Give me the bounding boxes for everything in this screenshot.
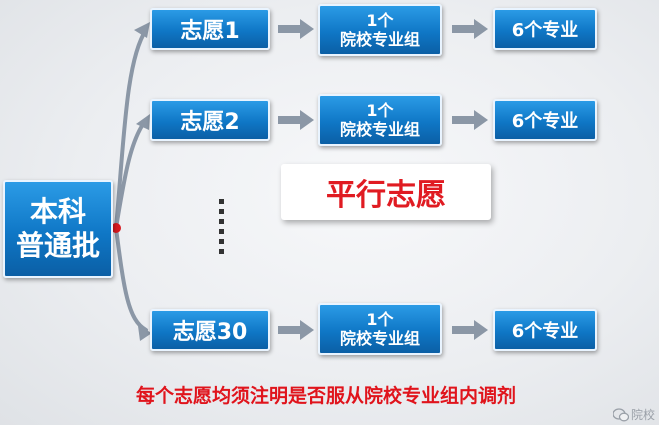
majors-label: 6个专业 xyxy=(511,111,579,132)
parallel-wish-label: 平行志愿 xyxy=(281,164,491,220)
majors-box-2: 6个专业 xyxy=(493,99,597,141)
watermark-text: 院校 xyxy=(630,408,655,422)
adjustment-note: 每个志愿均须注明是否服从院校专业组内调剂 xyxy=(136,385,517,407)
majors-box-30: 6个专业 xyxy=(493,309,597,351)
wish-label: 志愿30 xyxy=(172,320,248,345)
group-label: 院校专业组 xyxy=(339,120,420,139)
root-box-bachelor-regular-batch: 本科 普通批 xyxy=(3,180,113,278)
root-line2: 普通批 xyxy=(15,229,100,262)
wish-box-30: 志愿30 xyxy=(150,309,270,351)
majors-box-1: 6个专业 xyxy=(493,8,597,50)
school-major-group-box-2: 1个 院校专业组 xyxy=(318,94,442,146)
group-label: 院校专业组 xyxy=(339,329,420,348)
wechat-icon xyxy=(612,407,629,421)
group-count: 1个 xyxy=(366,101,394,120)
wish-label: 志愿2 xyxy=(180,110,240,135)
arrow-right-icon xyxy=(278,19,314,39)
majors-label: 6个专业 xyxy=(511,321,579,342)
source-watermark: 院校 xyxy=(612,406,655,423)
group-count: 1个 xyxy=(366,11,394,30)
arrow-right-icon xyxy=(452,320,488,340)
root-line1: 本科 xyxy=(29,195,86,228)
wish-box-2: 志愿2 xyxy=(150,99,270,141)
arrow-right-icon xyxy=(278,110,314,130)
school-major-group-box-30: 1个 院校专业组 xyxy=(318,303,442,355)
arrow-right-icon xyxy=(452,110,488,130)
wish-box-1: 志愿1 xyxy=(150,8,270,50)
school-major-group-box-1: 1个 院校专业组 xyxy=(318,4,442,56)
group-label: 院校专业组 xyxy=(339,30,420,49)
group-count: 1个 xyxy=(366,310,394,329)
majors-label: 6个专业 xyxy=(511,20,579,41)
vertical-ellipsis xyxy=(219,199,225,259)
arrow-right-icon xyxy=(278,320,314,340)
wish-label: 志愿1 xyxy=(180,19,240,44)
arrow-right-icon xyxy=(452,19,488,39)
